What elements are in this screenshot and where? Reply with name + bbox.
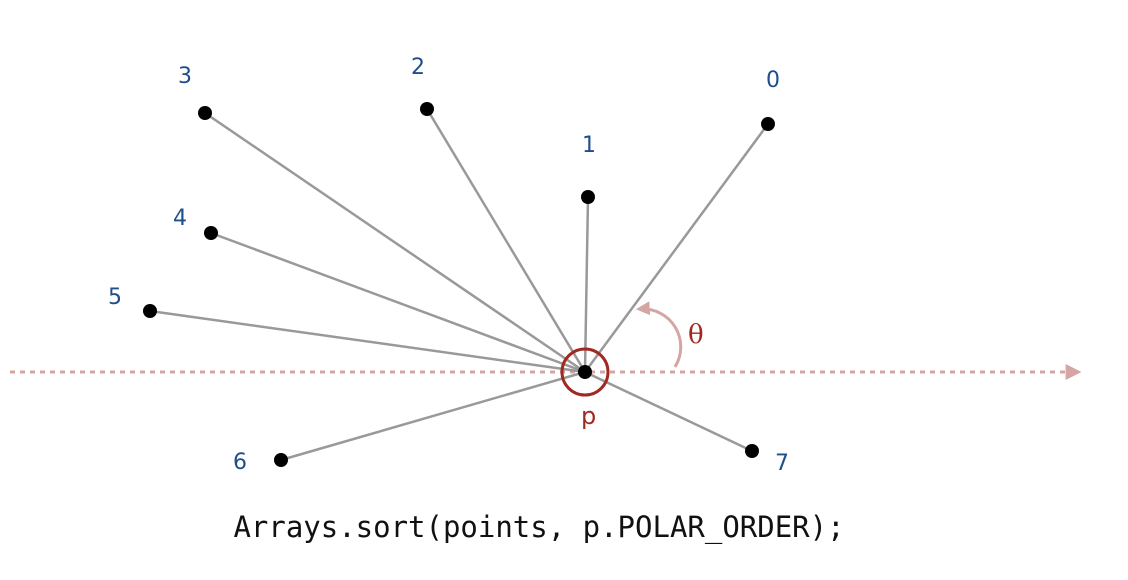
point-label-7: 7 [775,451,789,476]
ray-4 [210,231,586,374]
point-label-5: 5 [108,285,122,310]
ray-7 [584,370,753,453]
rays [149,108,770,462]
ray-0 [583,123,770,373]
origin-ring [560,347,610,397]
point-label-2: 2 [411,55,425,80]
ray-3 [204,111,586,374]
theta-label: θ [688,320,704,350]
point-0 [761,117,775,131]
ray-2 [425,108,587,373]
point-label-0: 0 [766,68,780,93]
points [143,102,775,467]
point-6 [274,453,288,467]
point-label-6: 6 [233,450,247,475]
point-label-1: 1 [582,133,596,158]
ray-6 [280,370,586,462]
point-1 [581,190,595,204]
point-label-4: 4 [173,206,187,231]
ray-5 [149,309,586,374]
code-caption: Arrays.sort(points, p.POLAR_ORDER); [233,510,845,544]
origin-label: p [581,402,596,430]
point-7 [745,444,759,458]
origin-point [578,365,592,379]
theta-arc [635,301,683,368]
ray-1 [583,196,590,373]
point-4 [204,226,218,240]
point-3 [198,106,212,120]
point-2 [420,102,434,116]
point-labels: 0 1 2 3 4 5 6 7 [108,55,789,476]
point-5 [143,304,157,318]
point-label-3: 3 [178,64,192,89]
